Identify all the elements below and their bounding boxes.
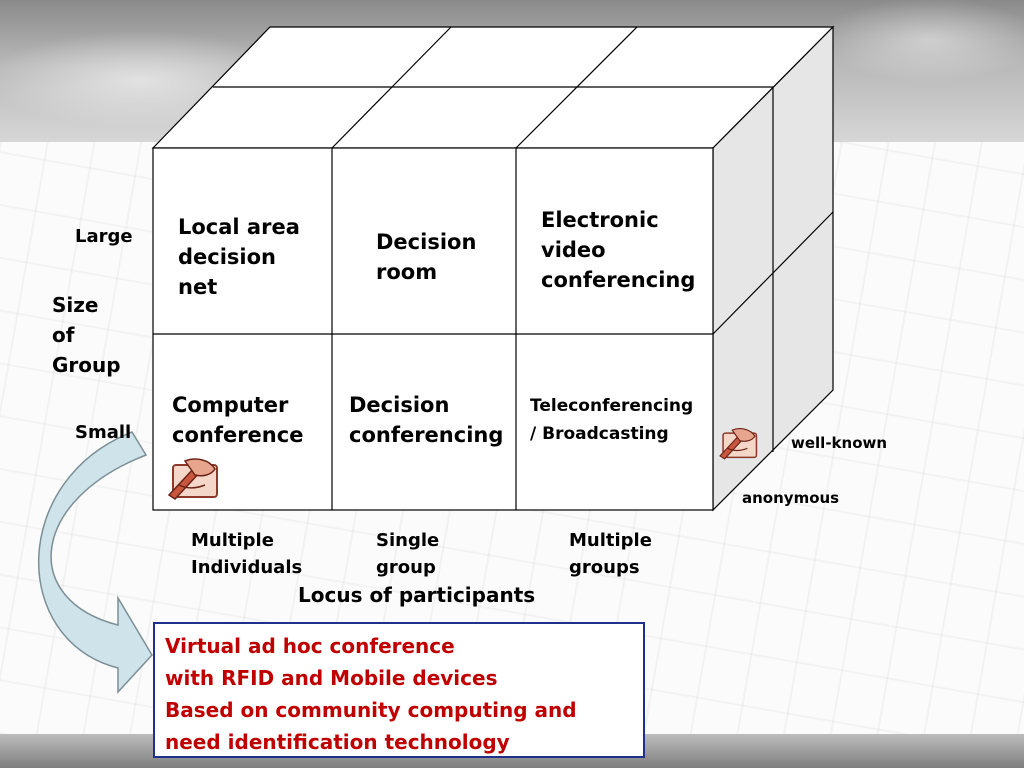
callout-line-1: Virtual ad hoc conference — [165, 634, 455, 658]
cell-teleconferencing-broadcasting: Teleconferencing / Broadcasting — [530, 396, 694, 444]
callout-box-virtual-conference: Virtual ad hoc conference with RFID and … — [153, 622, 645, 758]
depth-axis-well-known-label: well-known — [791, 434, 888, 452]
y-axis-large-label: Large — [75, 226, 133, 247]
x-axis-title: Locus of participants — [298, 583, 536, 607]
callout-line-4: need identification technology — [165, 730, 510, 754]
cube-front-face — [152, 147, 714, 511]
writing-hand-icon — [719, 428, 758, 460]
x-axis-col-1-label: Multiple Individuals — [191, 530, 303, 578]
cell-computer-conference: Computer conference — [172, 393, 304, 447]
cell-electronic-video-conferencing: Electronic video conferencing — [541, 208, 696, 292]
writing-hand-icon — [167, 458, 218, 500]
cell-decision-room: Decision room — [376, 230, 477, 284]
depth-axis-anonymous-label: anonymous — [742, 489, 840, 507]
x-axis-col-2-label: Single group — [376, 530, 440, 578]
x-axis-col-3-label: Multiple groups — [569, 530, 652, 578]
callout-line-2: with RFID and Mobile devices — [165, 666, 498, 690]
cell-local-area-decision-net: Local area decision net — [178, 215, 300, 299]
cell-decision-conferencing: Decision conferencing — [349, 393, 504, 447]
y-axis-title: Size of Group — [52, 293, 121, 377]
callout-line-3: Based on community computing and — [165, 698, 577, 722]
curved-arrow — [37, 431, 153, 694]
y-axis-small-label: Small — [75, 422, 132, 443]
